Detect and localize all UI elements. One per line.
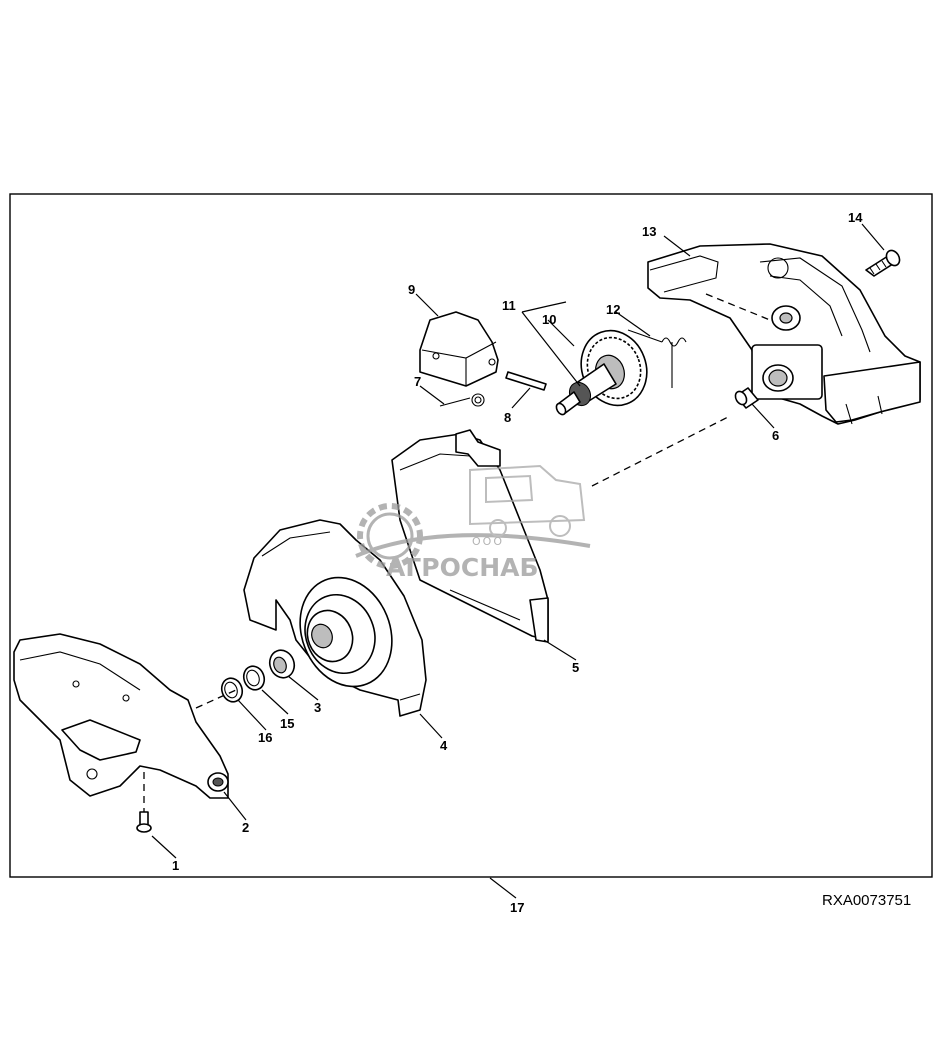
watermark-brand: АГРОСНАБ xyxy=(386,553,539,582)
part-7-spring-pin xyxy=(439,393,485,407)
part-12-spring xyxy=(627,329,687,388)
part-11-pinion-shaft xyxy=(555,363,617,416)
callout-6: 6 xyxy=(772,428,779,443)
part-15-washer xyxy=(242,665,266,691)
part-lower-cover xyxy=(13,633,237,799)
callout-12: 12 xyxy=(606,302,620,317)
watermark: ООО АГРОСНАБ xyxy=(355,464,591,582)
gear-icon xyxy=(357,503,423,569)
reference-code: RXA0073751 xyxy=(822,892,911,909)
part-4-shroud xyxy=(243,519,427,717)
callout-14: 14 xyxy=(848,210,863,225)
callout-16: 16 xyxy=(258,730,272,745)
watermark-swoosh xyxy=(355,533,591,558)
callout-3: 3 xyxy=(314,700,321,715)
part-13-housing xyxy=(647,243,921,425)
diagram-frame xyxy=(9,193,933,878)
callout-10: 10 xyxy=(542,312,556,327)
callout-9: 9 xyxy=(408,282,415,297)
part-16-clip xyxy=(220,677,244,703)
callout-17: 17 xyxy=(510,900,524,915)
leader-lines xyxy=(151,223,885,899)
callout-11: 11 xyxy=(502,298,516,313)
part-9-cap xyxy=(419,311,499,387)
callout-1: 1 xyxy=(172,858,179,873)
watermark-prefix: ООО xyxy=(472,535,504,548)
harvester-icon xyxy=(469,464,586,537)
callout-13: 13 xyxy=(642,224,656,239)
part-3-bushing xyxy=(268,649,296,679)
part-6-bushing xyxy=(734,387,759,409)
part-2-nut xyxy=(207,772,229,792)
callout-8: 8 xyxy=(504,410,511,425)
part-14-screw xyxy=(865,249,901,277)
callout-5: 5 xyxy=(572,660,579,675)
callout-7: 7 xyxy=(414,374,421,389)
part-8-pin xyxy=(505,371,547,391)
callout-15: 15 xyxy=(280,716,294,731)
callout-4: 4 xyxy=(440,738,448,753)
part-1-screw xyxy=(136,772,152,833)
assembly-axis xyxy=(591,415,731,487)
callout-2: 2 xyxy=(242,820,249,835)
